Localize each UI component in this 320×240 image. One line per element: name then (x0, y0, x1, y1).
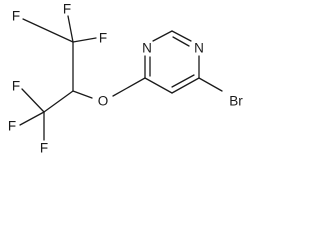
bond-c5-to-c4 (144, 77, 173, 94)
bond-c2-n1-inner (172, 36, 190, 47)
atom-label-fluorine: F (8, 119, 16, 134)
atom-label-fluorine: F (99, 31, 107, 46)
bond-f-bottom-2-to-cf3 (19, 111, 45, 126)
atom-label-nitrogen: N (194, 41, 204, 56)
bond-f-top-3-to-cf3 (72, 37, 97, 43)
atom-label-fluorine: F (12, 79, 20, 94)
chemical-structure: F F F F F F O N N Br (8, 2, 243, 156)
atom-label-fluorine: F (63, 2, 71, 17)
bond-n3-to-c2 (152, 30, 173, 42)
atom-label-nitrogen: N (142, 41, 152, 56)
atom-label-bromine: Br (229, 94, 243, 109)
bond-ch-to-cf3-bottom (43, 90, 74, 113)
bond-f-top-1-to-cf3 (22, 18, 74, 43)
bond-f-top-2-to-cf3 (67, 15, 74, 43)
atom-label-oxygen: O (98, 94, 109, 109)
bond-ch-to-oxygen (72, 90, 93, 99)
bond-oxygen-to-c4 (112, 77, 146, 97)
bond-c6-to-bromine (198, 77, 223, 92)
atom-label-fluorine: F (40, 141, 48, 156)
bond-c6-c5-inner (171, 74, 195, 88)
bond-f-bottom-1-to-cf3 (21, 88, 45, 113)
bond-c6-to-c5 (171, 77, 200, 94)
bond-c2-to-n1 (171, 30, 192, 42)
atom-label-fluorine: F (12, 9, 20, 24)
